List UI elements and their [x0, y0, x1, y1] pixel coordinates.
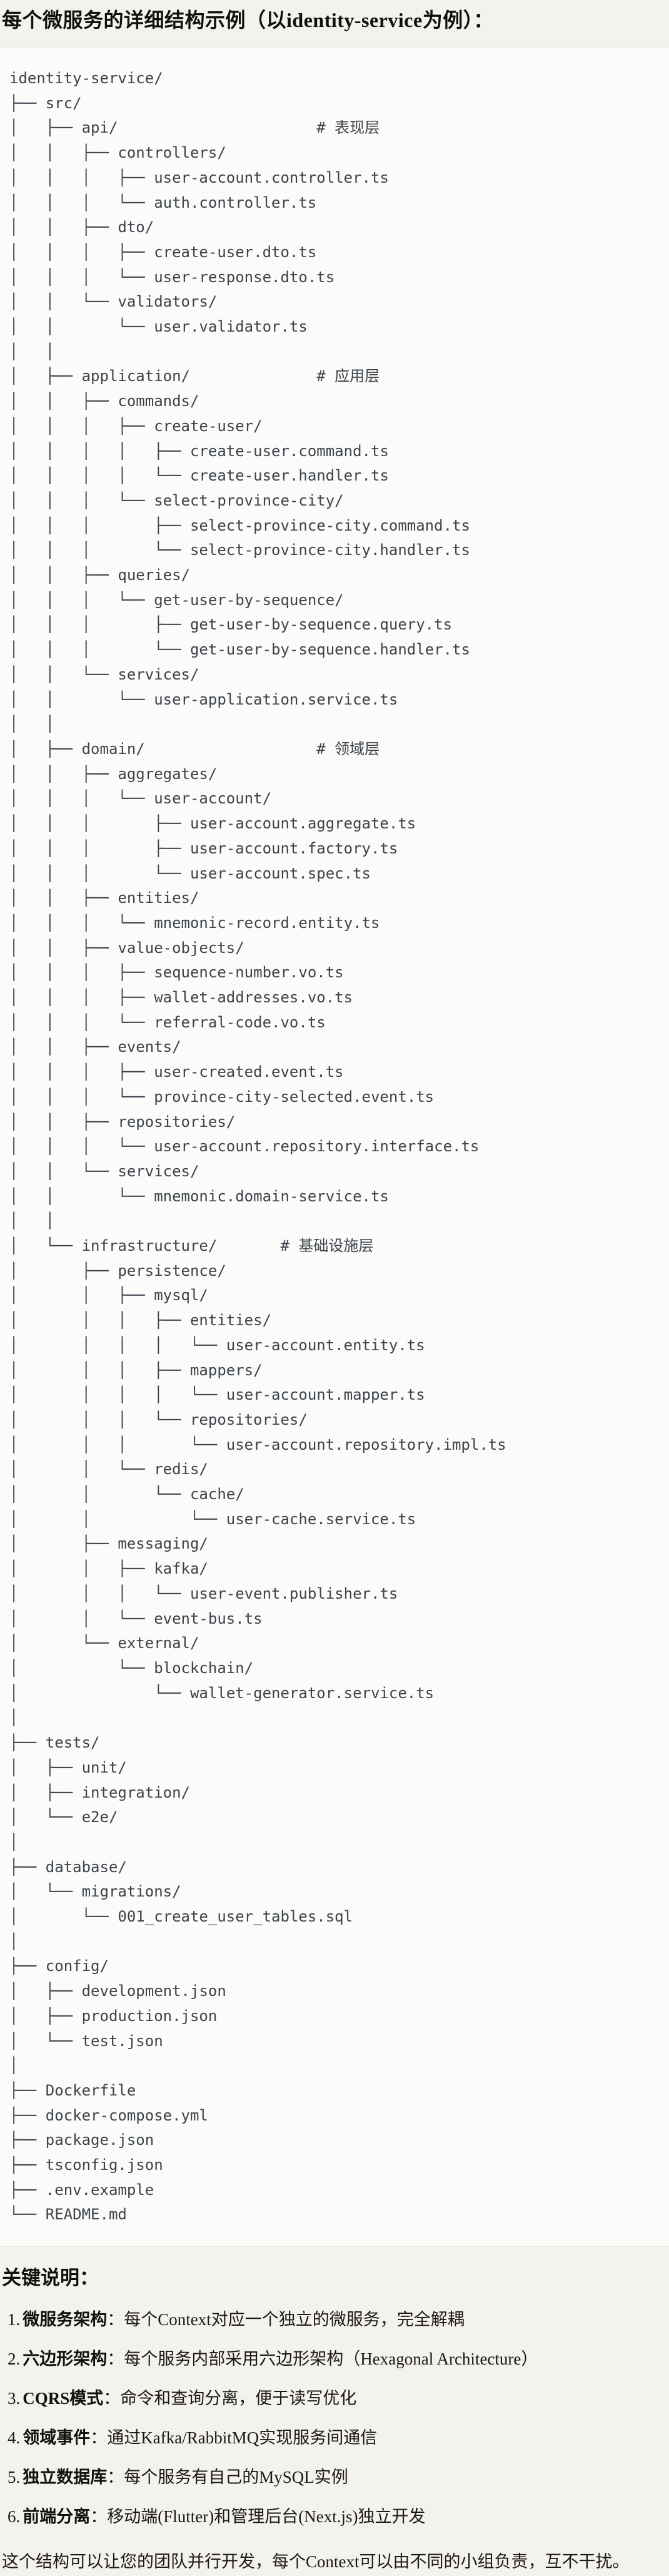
- note-item: 5.独立数据库：每个服务有自己的MySQL实例: [8, 2466, 659, 2488]
- note-text: 通过Kafka/RabbitMQ实现服务间通信: [107, 2428, 378, 2448]
- note-colon: ：: [90, 2507, 108, 2527]
- document-header: 每个微服务的详细结构示例（以identity-service为例）：: [0, 0, 669, 47]
- note-item: 4.领域事件：通过Kafka/RabbitMQ实现服务间通信: [8, 2426, 659, 2449]
- note-text: 每个Context对应一个独立的微服务，完全解耦: [124, 2310, 465, 2329]
- closing-paragraph: 这个结构可以让您的团队并行开发，每个Context可以由不同的小组负责，互不干扰…: [2, 2552, 630, 2572]
- note-text: 移动端(Flutter)和管理后台(Next.js)独立开发: [107, 2507, 426, 2527]
- note-number: 6.: [8, 2507, 21, 2527]
- note-item: 2.六边形架构：每个服务内部采用六边形架构（Hexagonal Architec…: [8, 2348, 659, 2370]
- note-number: 1.: [8, 2310, 21, 2329]
- note-label: 六边形架构: [23, 2349, 108, 2369]
- note-number: 2.: [8, 2349, 21, 2369]
- note-colon: ：: [107, 2468, 124, 2487]
- note-label: 独立数据库: [23, 2468, 108, 2487]
- note-item: 1.微服务架构：每个Context对应一个独立的微服务，完全解耦: [8, 2308, 659, 2331]
- code-block: identity-service/ ├── src/ │ ├── api/ # …: [0, 47, 669, 2248]
- note-number: 5.: [8, 2468, 21, 2487]
- page-title: 每个微服务的详细结构示例（以identity-service为例）：: [2, 9, 494, 31]
- note-number: 4.: [8, 2428, 21, 2448]
- note-colon: ：: [90, 2428, 108, 2448]
- note-colon: ：: [107, 2349, 124, 2369]
- note-label: 微服务架构: [23, 2310, 108, 2329]
- note-label: 领域事件: [23, 2428, 91, 2448]
- note-text: 每个服务内部采用六边形架构（Hexagonal Architecture）: [124, 2349, 538, 2369]
- notes-section: 关键说明： 1.微服务架构：每个Context对应一个独立的微服务，完全解耦 2…: [0, 2266, 669, 2573]
- note-colon: ：: [103, 2389, 121, 2408]
- note-text: 每个服务有自己的MySQL实例: [124, 2468, 348, 2487]
- note-label: 前端分离: [23, 2507, 91, 2527]
- note-text: 命令和查询分离，便于读写优化: [120, 2389, 357, 2408]
- note-colon: ：: [107, 2310, 124, 2329]
- directory-tree-text: identity-service/ ├── src/ │ ├── api/ # …: [9, 69, 506, 2224]
- note-item: 6.前端分离：移动端(Flutter)和管理后台(Next.js)独立开发: [8, 2505, 659, 2528]
- note-item: 3.CQRS模式：命令和查询分离，便于读写优化: [8, 2387, 659, 2410]
- notes-heading: 关键说明：: [2, 2267, 99, 2289]
- note-number: 3.: [8, 2389, 21, 2408]
- note-label: CQRS模式: [23, 2389, 104, 2408]
- notes-list: 1.微服务架构：每个Context对应一个独立的微服务，完全解耦 2.六边形架构…: [2, 2308, 659, 2528]
